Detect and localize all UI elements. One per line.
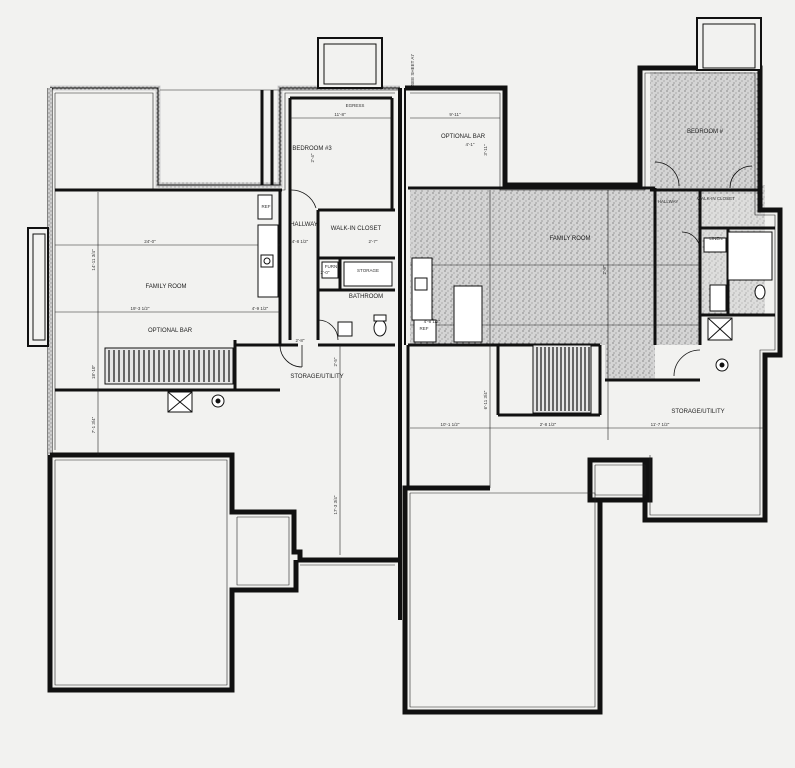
- interior-walls-right: [406, 186, 775, 490]
- label-storage-shelves: STORAGE: [357, 268, 379, 273]
- label-ref-left: REF: [262, 204, 271, 209]
- label-bedroom3: BEDROOM #3: [292, 146, 332, 152]
- label-hallway: HALLWAY: [290, 222, 318, 228]
- dim-label: 2'-5": [333, 357, 338, 366]
- exterior-walls: [47, 65, 783, 715]
- dim-label: 19'-3 1/2": [131, 306, 150, 311]
- dim-label: 2'-4": [310, 153, 315, 162]
- label-storage-left: STORAGE/UTILITY: [290, 374, 343, 380]
- dim-label: 4'-8 1/2": [424, 319, 441, 324]
- label-hallway-right: HALLWAY: [658, 199, 679, 204]
- dim-label: 14'-11 3/4": [91, 249, 96, 271]
- dim-label: 4'-9 1/2": [252, 306, 269, 311]
- interior-walls-left: [55, 90, 395, 392]
- stair-treads: [536, 347, 590, 411]
- dim-label: 2'-7": [369, 239, 378, 244]
- label-optional-bar-top: OPTIONAL BAR: [441, 134, 486, 140]
- room-labels: BEDROOM #3 EGRESS OPTIONAL BAR BEDROOM #…: [145, 103, 735, 415]
- dim-label: 4'-8 1/2": [292, 239, 309, 244]
- egress-window-wells: [27, 17, 762, 347]
- door-swings: [279, 161, 753, 377]
- stair-treads: [108, 350, 230, 382]
- label-walk-in-closet-right: WALK-IN CLOSET: [697, 196, 735, 201]
- dim-label: 11'-8": [334, 112, 346, 117]
- label-family-room-left: FAMILY ROOM: [145, 284, 186, 290]
- stairs-right: [532, 344, 592, 414]
- label-furn: FURN: [325, 264, 338, 269]
- dim-label: 2'-8 1/2": [540, 422, 557, 427]
- party-wall-note: SEE SHEET A7: [410, 54, 415, 86]
- label-bedroom-right: BEDROOM #: [687, 129, 724, 135]
- dim-label: 4'-1": [466, 142, 475, 147]
- label-family-room-right: FAMILY ROOM: [549, 236, 590, 242]
- fixtures-left: [167, 194, 393, 413]
- dim-label: 10'-1 1/2": [441, 422, 460, 427]
- label-egress: EGRESS: [346, 103, 365, 108]
- dimension-labels: 11'-8" 9'-11" 4'-8 1/2" 2'-7" 24'-0" 19'…: [91, 112, 670, 514]
- dim-label: 2'-8": [296, 338, 305, 343]
- dim-label: 2'-0": [321, 270, 330, 275]
- label-walk-in-closet: WALK-IN CLOSET: [331, 226, 382, 232]
- label-ref-right: REF: [420, 326, 429, 331]
- fixtures-right: [411, 231, 773, 372]
- dim-label: 11'-7 1/2": [651, 422, 670, 427]
- dim-label: 17'-3 3/4": [333, 495, 338, 514]
- dim-label: 24'-0": [144, 239, 156, 244]
- dim-label: 7'-1 3/4": [91, 416, 96, 433]
- label-optional-bar-left: OPTIONAL BAR: [148, 328, 193, 334]
- label-linen: LINEN: [709, 236, 722, 241]
- dim-label: 18'-10": [91, 365, 96, 379]
- label-bathroom: BATHROOM: [349, 294, 383, 300]
- dim-label: 6'-11 3/4": [483, 390, 488, 409]
- label-storage-right: STORAGE/UTILITY: [671, 409, 724, 415]
- dim-label: 9'-11": [449, 112, 461, 117]
- dim-label: 2'-8": [602, 265, 607, 274]
- dim-label: 3'-11": [483, 144, 488, 156]
